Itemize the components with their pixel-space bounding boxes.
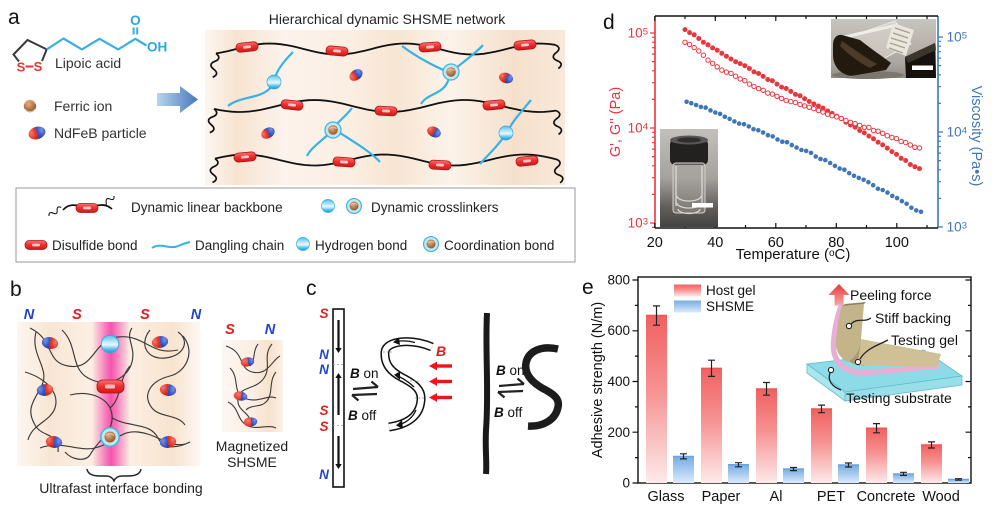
svg-text:Glass: Glass — [647, 489, 684, 505]
svg-text:B on: B on — [350, 366, 379, 381]
svg-text:N: N — [319, 467, 329, 482]
svg-text:B off: B off — [494, 405, 523, 420]
svg-text:SHSME: SHSME — [706, 299, 754, 314]
svg-text:N: N — [265, 322, 276, 338]
svg-text:105: 105 — [628, 26, 648, 41]
svg-text:Hierarchical dynamic SHSME net: Hierarchical dynamic SHSME network — [269, 11, 507, 27]
svg-text:0: 0 — [622, 476, 630, 491]
svg-text:a: a — [8, 6, 20, 29]
svg-text:Lipoic acid: Lipoic acid — [55, 55, 121, 71]
svg-text:S: S — [225, 322, 235, 338]
svg-text:600: 600 — [607, 323, 630, 338]
svg-text:Dangling chain: Dangling chain — [195, 238, 284, 253]
svg-text:Dynamic linear backbone: Dynamic linear backbone — [131, 200, 283, 215]
svg-text:S: S — [319, 306, 328, 321]
svg-text:N: N — [319, 347, 329, 362]
svg-text:104: 104 — [628, 121, 648, 136]
svg-text:PET: PET — [817, 489, 845, 505]
svg-text:105: 105 — [947, 30, 967, 45]
svg-text:G', G'' (Pa): G', G'' (Pa) — [608, 87, 624, 157]
svg-text:Temperature (oC): Temperature (oC) — [736, 246, 851, 263]
svg-text:Host gel: Host gel — [706, 283, 756, 298]
svg-text:S: S — [34, 59, 43, 74]
svg-text:Viscosity (Pa•s): Viscosity (Pa•s) — [968, 86, 984, 187]
svg-text:NdFeB particle: NdFeB particle — [54, 125, 147, 141]
svg-text:400: 400 — [607, 374, 630, 389]
svg-text:S: S — [319, 419, 328, 434]
svg-text:Testing gel: Testing gel — [891, 332, 958, 348]
svg-text:104: 104 — [947, 125, 967, 140]
svg-text:B: B — [436, 343, 446, 359]
svg-text:b: b — [10, 278, 22, 301]
svg-text:40: 40 — [707, 235, 723, 251]
svg-text:800: 800 — [607, 273, 630, 288]
svg-text:103: 103 — [947, 220, 967, 235]
svg-text:20: 20 — [647, 235, 663, 251]
svg-text:Wood: Wood — [922, 489, 960, 505]
svg-text:Disulfide bond: Disulfide bond — [52, 238, 138, 253]
svg-text:Ultrafast interface bonding: Ultrafast interface bonding — [39, 480, 202, 496]
svg-text:OH: OH — [147, 40, 167, 55]
svg-text:e: e — [582, 276, 594, 299]
svg-text:60: 60 — [768, 235, 784, 251]
svg-text:N: N — [191, 307, 202, 323]
svg-text:c: c — [306, 277, 317, 300]
svg-text:Stiff backing: Stiff backing — [875, 310, 951, 326]
svg-text:Coordination bond: Coordination bond — [444, 238, 554, 253]
svg-text:O: O — [130, 13, 141, 28]
svg-text:Magnetized: Magnetized — [216, 438, 288, 454]
svg-text:N: N — [24, 307, 35, 323]
svg-text:N: N — [319, 362, 329, 377]
svg-text:200: 200 — [607, 425, 630, 440]
svg-text:S: S — [319, 403, 328, 418]
svg-text:S: S — [17, 60, 26, 75]
svg-text:Ferric ion: Ferric ion — [54, 98, 112, 114]
svg-text:Testing substrate: Testing substrate — [846, 390, 952, 406]
svg-text:B off: B off — [348, 408, 377, 423]
svg-text:SHSME: SHSME — [227, 454, 277, 470]
svg-text:S: S — [72, 307, 82, 323]
svg-text:S: S — [140, 307, 150, 323]
svg-text:80: 80 — [828, 235, 844, 251]
svg-text:Concrete: Concrete — [857, 489, 916, 505]
svg-text:d: d — [603, 11, 615, 34]
svg-text:Paper: Paper — [702, 489, 741, 505]
svg-text:Al: Al — [770, 489, 783, 505]
svg-text:Adhesive strength (N/m): Adhesive strength (N/m) — [590, 302, 606, 458]
svg-text:Peeling force: Peeling force — [850, 287, 932, 303]
svg-text:Dynamic crosslinkers: Dynamic crosslinkers — [371, 200, 499, 215]
svg-text:100: 100 — [885, 235, 909, 251]
svg-text:Hydrogen bond: Hydrogen bond — [315, 238, 407, 253]
svg-text:103: 103 — [628, 216, 648, 231]
svg-text:B on: B on — [496, 363, 525, 378]
